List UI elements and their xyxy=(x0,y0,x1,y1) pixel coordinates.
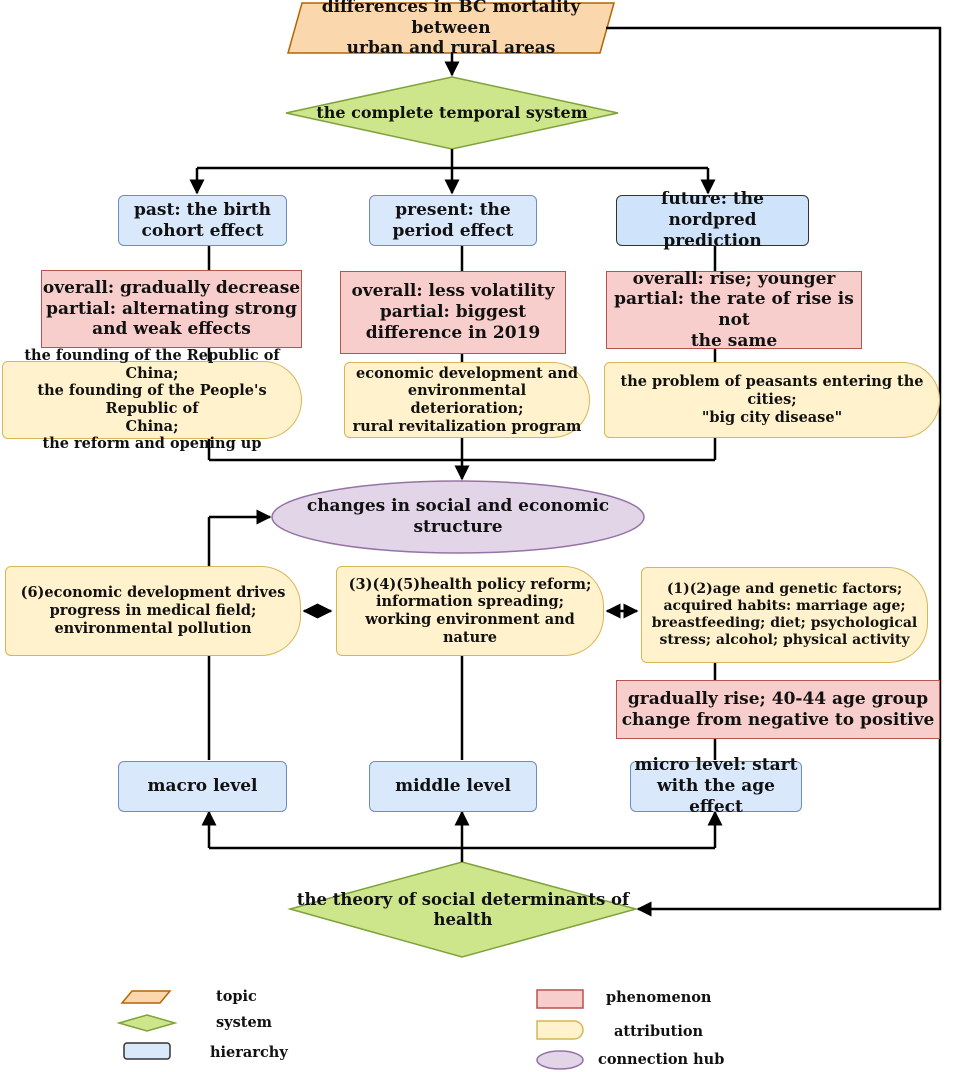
future-attribution-text: the problem of peasants entering the cit… xyxy=(620,373,924,426)
future-title: future: the nordpred prediction xyxy=(661,189,764,251)
legend-system-label: system xyxy=(216,1014,273,1031)
past-attribution-box: the founding of the Republic of China; t… xyxy=(2,347,302,452)
past-phenomenon-text: overall: gradually decrease partial: alt… xyxy=(42,277,301,340)
hub-shape xyxy=(271,480,645,554)
micro-phenomenon-text: gradually rise; 40-44 age group change f… xyxy=(621,688,935,730)
past-hierarchy-box: past: the birth cohort effect xyxy=(118,195,287,246)
system-top-label: the complete temporal system xyxy=(316,103,588,123)
macro-attribution-text: (6)economic development drives progress … xyxy=(20,584,286,637)
legend-topic-label: topic xyxy=(216,988,257,1005)
system-bottom-label: the theory of social determinants of hea… xyxy=(296,889,630,929)
middle-attribution-box: (3)(4)(5)health policy reform; informati… xyxy=(336,566,604,656)
present-hierarchy-box: present: the period effect xyxy=(369,195,537,246)
past-phenomenon-box: overall: gradually decrease partial: alt… xyxy=(41,270,302,348)
hub-label: changes in social and economic structure xyxy=(306,496,610,537)
legend-system-swatch xyxy=(116,1014,178,1032)
future-phenomenon-box: overall: rise; younger partial: the rate… xyxy=(606,268,862,351)
present-phenomenon-box: overall: less volatility partial: bigges… xyxy=(340,271,566,354)
legend-phenomenon-label: phenomenon xyxy=(606,989,712,1006)
present-phenomenon-text: overall: less volatility partial: bigges… xyxy=(351,281,555,343)
micro-level-title: micro level: start with the age effect xyxy=(634,755,798,817)
topic-label: differences in BC mortality between urba… xyxy=(321,0,581,59)
middle-level-title: middle level xyxy=(395,776,511,797)
topic-shape xyxy=(287,2,615,54)
legend-hub-label: connection hub xyxy=(598,1051,725,1068)
future-attribution-box: the problem of peasants entering the cit… xyxy=(604,362,940,438)
past-attribution-text: the founding of the Republic of China; t… xyxy=(24,346,280,453)
middle-attribution-text: (3)(4)(5)health policy reform; informati… xyxy=(348,575,592,646)
system-bottom-text: the theory of social determinants of hea… xyxy=(292,886,634,934)
present-title: present: the period effect xyxy=(392,199,514,241)
hub-text: changes in social and economic structure xyxy=(272,496,644,537)
topic-text: differences in BC mortality between urba… xyxy=(288,0,614,58)
middle-level-box: middle level xyxy=(369,761,537,812)
present-attribution-text: economic development and environmental d… xyxy=(352,364,582,435)
legend-attribution-label: attribution xyxy=(614,1023,704,1040)
micro-attribution-box: (1)(2)age and genetic factors; acquired … xyxy=(641,567,928,663)
micro-attribution-text: (1)(2)age and genetic factors; acquired … xyxy=(651,580,918,649)
future-hierarchy-box: future: the nordpred prediction xyxy=(616,189,809,251)
present-attribution-box: economic development and environmental d… xyxy=(344,362,590,438)
legend-attribution-swatch xyxy=(536,1020,584,1040)
system-top-text: the complete temporal system xyxy=(286,97,618,129)
macro-level-title: macro level xyxy=(147,776,258,797)
past-title: past: the birth cohort effect xyxy=(134,199,271,241)
future-phenomenon-text: overall: rise; younger partial: the rate… xyxy=(614,268,854,351)
macro-attribution-box: (6)economic development drives progress … xyxy=(5,566,301,656)
micro-phenomenon-box: gradually rise; 40-44 age group change f… xyxy=(616,680,940,739)
legend-hierarchy-label: hierarchy xyxy=(210,1044,288,1061)
legend-shapes xyxy=(116,989,584,1070)
legend-topic-swatch xyxy=(120,990,172,1004)
legend-hierarchy-swatch xyxy=(123,1042,171,1060)
connector-topic-to-theory xyxy=(606,26,942,917)
micro-level-box: micro level: start with the age effect xyxy=(630,755,802,817)
macro-level-box: macro level xyxy=(118,761,287,812)
legend-phenomenon-swatch xyxy=(536,989,584,1009)
connector-lines xyxy=(189,26,942,917)
legend-hub-swatch xyxy=(536,1050,584,1070)
system-bottom-shape xyxy=(287,861,639,958)
